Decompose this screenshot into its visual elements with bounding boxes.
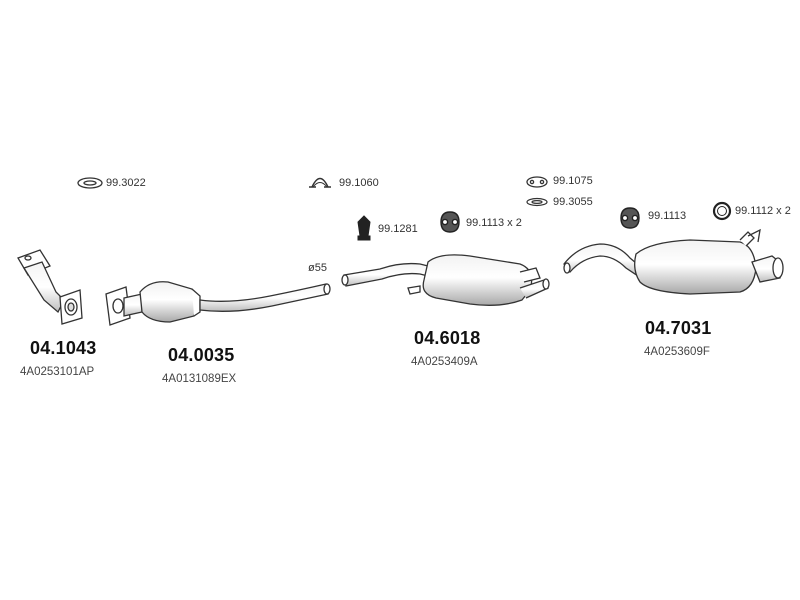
accessory-label: 99.1075 [553, 175, 593, 187]
pipe-diameter-label: ø55 [308, 262, 327, 274]
accessory-label: 99.1060 [339, 177, 379, 189]
seal-ring-icon [712, 201, 732, 221]
oe-number: 4A0131089EX [162, 373, 237, 385]
accessory-label: 99.1112 x 2 [735, 205, 791, 217]
front-pipe-drawing [17, 249, 83, 325]
part-number: 04.7031 [645, 318, 712, 338]
oe-number: 4A0253409A [411, 356, 478, 368]
hanger-icon [357, 215, 371, 241]
catalytic-converter-drawing [105, 281, 331, 326]
accessory-label: 99.1281 [378, 223, 418, 235]
oe-number: 4A0253609F [644, 346, 710, 358]
accessory-label: 99.3055 [553, 196, 593, 208]
part-number: 04.0035 [168, 345, 235, 365]
pipe-clamp-icon [309, 177, 331, 188]
rubber-mount-icon [620, 207, 640, 229]
gasket-ring-icon [77, 177, 103, 189]
accessory-label: 99.1113 [648, 210, 687, 222]
accessory-label: 99.3022 [106, 177, 146, 189]
rubber-mount-icon [440, 211, 460, 233]
accessory-label: 99.1113 x 2 [466, 217, 522, 229]
part-number: 04.6018 [414, 328, 481, 348]
part-number: 04.1043 [30, 338, 97, 358]
rubber-mount-icon [526, 176, 548, 188]
gasket-ring-icon [526, 197, 548, 207]
rear-silencer-drawing [563, 228, 784, 295]
middle-silencer-drawing [341, 254, 550, 306]
oe-number: 4A0253101AP [20, 366, 95, 378]
